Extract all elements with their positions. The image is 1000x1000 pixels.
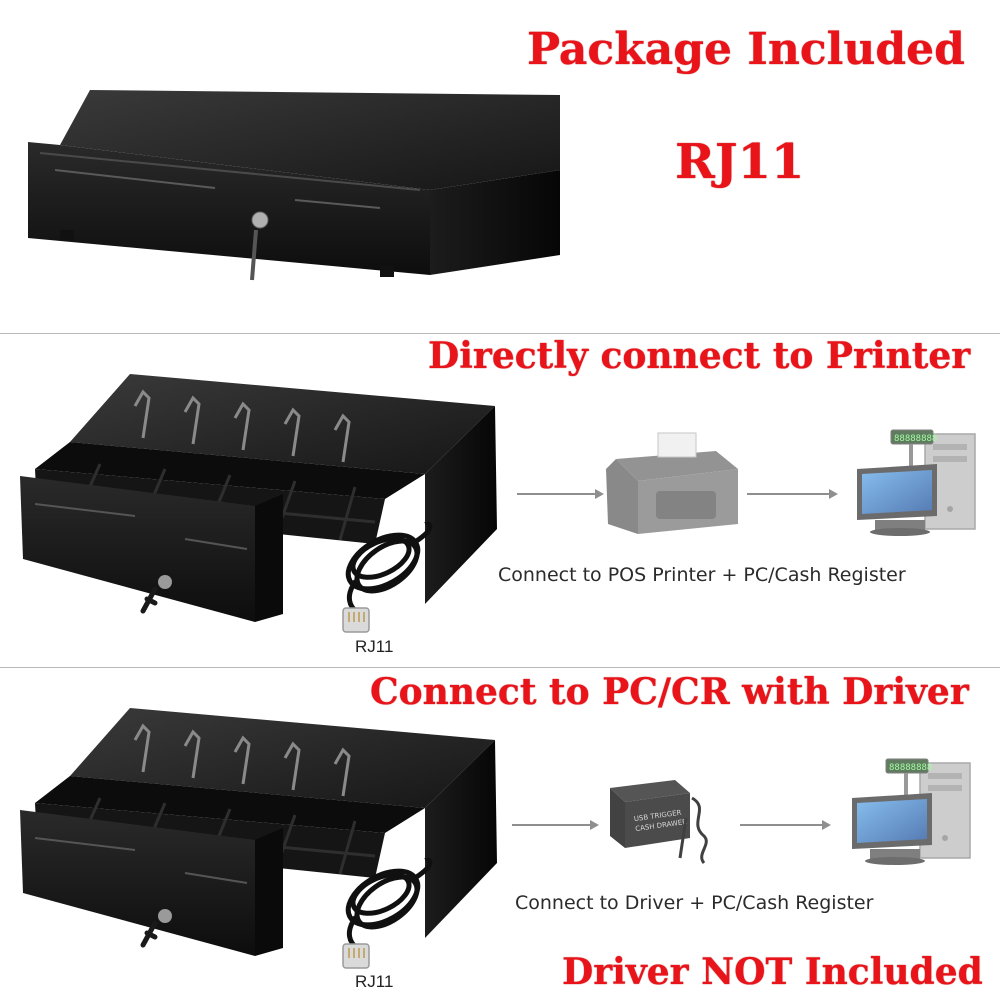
printer-connection-panel: Directly connect to Printer RJ11 Connect… — [0, 334, 1000, 667]
arrow-right-icon — [740, 820, 831, 830]
arrow-right-icon — [517, 489, 604, 499]
usb-driver-box-icon: USB TRIGGER CASH DRAWER — [610, 780, 708, 864]
pos-terminal-icon — [851, 758, 971, 866]
rj11-subheadline: RJ11 — [675, 134, 805, 190]
package-included-panel: Package Included RJ11 — [0, 0, 1000, 333]
rj11-cable-label: RJ11 — [355, 637, 394, 656]
rj11-cable-icon — [335, 522, 445, 637]
driver-connection-caption: Connect to Driver + PC/Cash Register — [515, 892, 874, 914]
arrow-right-icon — [747, 489, 838, 499]
pos-printer-icon — [606, 432, 738, 534]
printer-connection-caption: Connect to POS Printer + PC/Cash Registe… — [498, 564, 906, 586]
section-divider — [0, 333, 1000, 334]
printer-section-headline: Directly connect to Printer — [428, 335, 971, 377]
section-divider — [0, 667, 1000, 668]
closed-cash-drawer-icon — [28, 90, 560, 281]
driver-connection-panel: Connect to PC/CR with Driver RJ11 USB TR… — [0, 668, 1000, 1000]
pos-terminal-icon — [856, 429, 976, 537]
rj11-cable-label: RJ11 — [355, 972, 394, 991]
driver-section-headline: Connect to PC/CR with Driver — [370, 671, 969, 713]
rj11-cable-icon — [335, 858, 445, 973]
arrow-right-icon — [512, 820, 599, 830]
package-included-headline: Package Included — [527, 24, 965, 75]
driver-not-included-note: Driver NOT Included — [562, 951, 983, 993]
